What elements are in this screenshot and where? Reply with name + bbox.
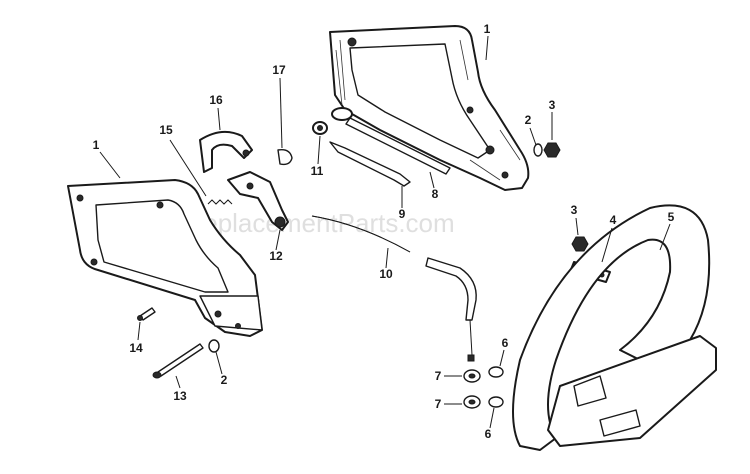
label-p6-top: 6 (502, 336, 509, 350)
label-p10: 10 (379, 267, 393, 281)
label-p14: 14 (129, 341, 143, 355)
label-p2-left: 2 (221, 373, 228, 387)
label-p17: 17 (272, 63, 286, 77)
label-p13: 13 (173, 389, 187, 403)
label-p2-right: 2 (525, 113, 532, 127)
part-link-rod (331, 107, 451, 175)
callout-labels: 1 1 2 2 3 3 4 5 6 6 7 7 8 9 10 11 12 13 … (93, 22, 675, 441)
part-washer-left (208, 339, 220, 353)
label-p9: 9 (399, 207, 406, 221)
part-housing-lower (67, 179, 263, 337)
part-screw-short (137, 307, 156, 321)
part-front-handle (512, 204, 717, 451)
label-p8: 8 (432, 187, 439, 201)
part-nut-lower (571, 236, 589, 252)
part-throttle-cable (311, 215, 477, 362)
label-p12: 12 (269, 249, 283, 263)
part-housing-upper (329, 25, 530, 191)
part-throttle-lever (227, 171, 289, 231)
label-p5: 5 (668, 210, 675, 224)
part-nut-washer-bottom (463, 395, 504, 409)
part-bushing (312, 121, 328, 135)
part-spring (207, 199, 233, 205)
part-clip (277, 148, 293, 166)
part-cable-end (329, 141, 411, 187)
label-p1-left: 1 (93, 138, 100, 152)
label-p16: 16 (209, 93, 223, 107)
part-screw-long (152, 343, 204, 379)
label-p3-bottom: 3 (571, 203, 578, 217)
label-p11: 11 (311, 164, 324, 178)
part-trigger (199, 130, 253, 173)
leader-lines (99, 35, 671, 429)
label-p7-top: 7 (435, 369, 442, 383)
label-p7-bottom: 7 (435, 397, 442, 411)
label-p15: 15 (159, 123, 173, 137)
part-washer-nut-right (533, 142, 561, 158)
label-p3-top: 3 (549, 98, 556, 112)
label-p6-bottom: 6 (485, 427, 492, 441)
label-p4: 4 (610, 213, 617, 227)
part-nut-washer-top (463, 366, 504, 383)
label-p1-right: 1 (484, 22, 491, 36)
